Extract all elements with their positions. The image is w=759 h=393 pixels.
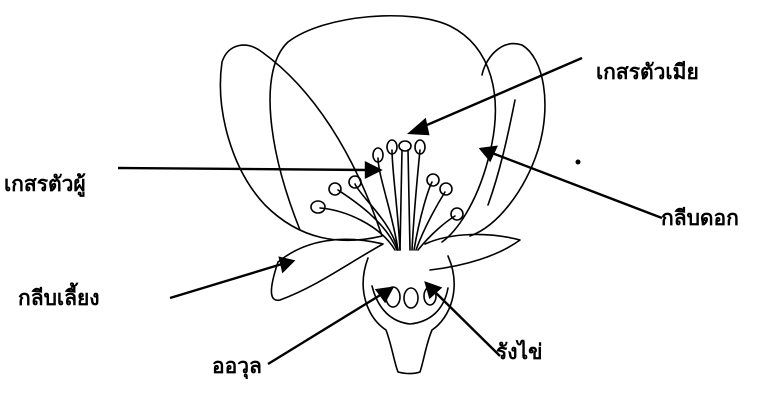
- arrow-sepal: [170, 264, 282, 298]
- arrow-ovary: [433, 290, 500, 356]
- label-pistil: เกสรตัวเมีย: [596, 62, 699, 83]
- style: [400, 150, 410, 250]
- petal-right: [470, 44, 545, 236]
- sepal-right: [425, 234, 520, 270]
- stigma: [399, 141, 411, 151]
- stray-dot: [576, 160, 581, 165]
- anther: [311, 201, 325, 213]
- anther: [349, 176, 361, 188]
- anther: [427, 174, 439, 186]
- arrow-pistil: [420, 58, 582, 128]
- sepal-left: [271, 239, 383, 300]
- label-petal: กลีบดอก: [661, 208, 739, 229]
- anther: [440, 183, 452, 195]
- anther: [451, 208, 463, 220]
- petal-left: [220, 45, 382, 240]
- arrow-ovule: [268, 294, 382, 364]
- label-ovary: รังไข่: [496, 342, 542, 363]
- label-ovule: ออวุล: [212, 356, 262, 377]
- petal-back: [270, 16, 495, 242]
- ovule-2: [404, 288, 418, 308]
- label-stamen: เกสรตัวผู้: [4, 174, 86, 195]
- receptacle: [363, 256, 454, 374]
- arrow-stamen: [118, 168, 368, 170]
- anther: [329, 183, 341, 195]
- label-sepal: กลีบเลี้ยง: [18, 288, 100, 309]
